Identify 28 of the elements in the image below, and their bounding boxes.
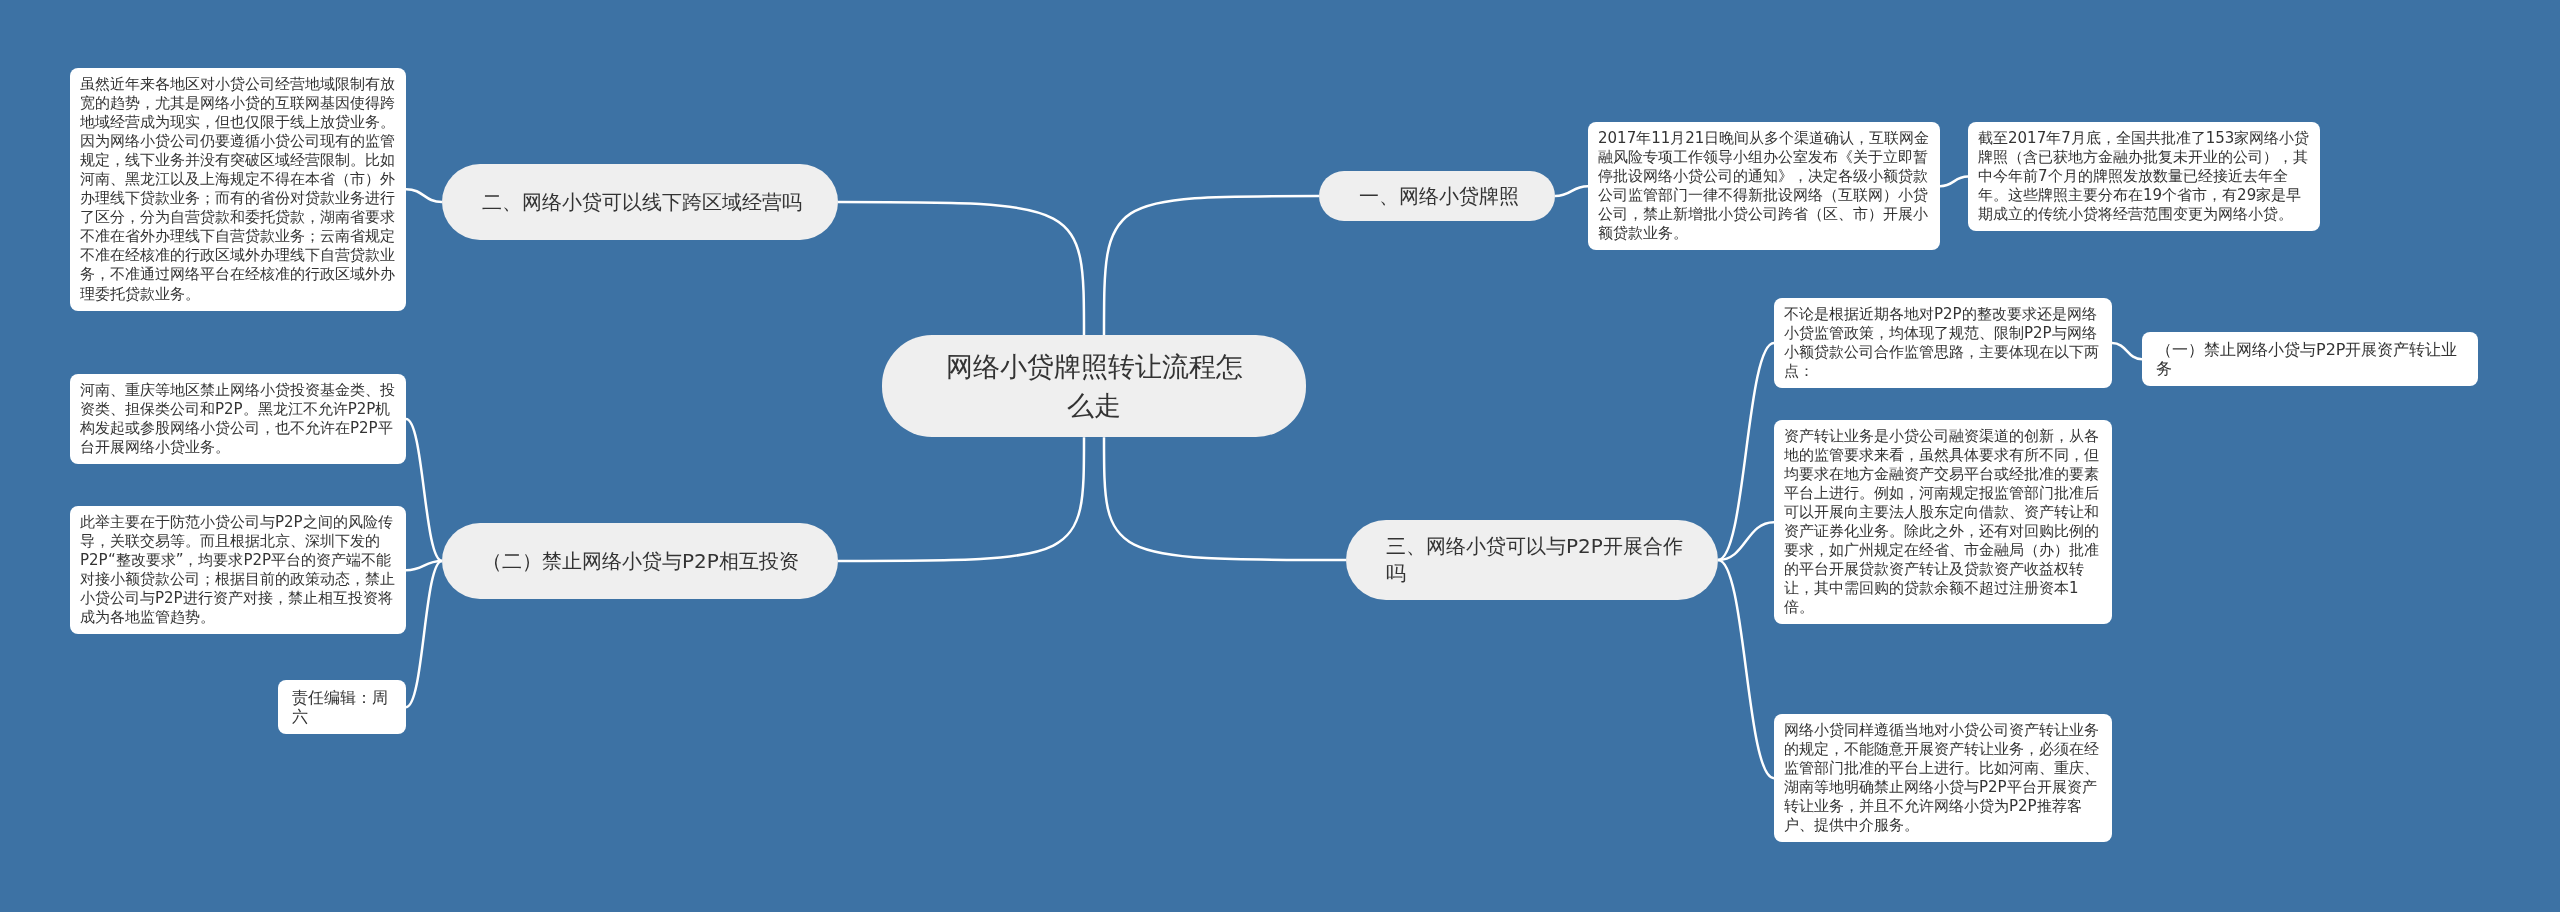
topic-pill: 网络小贷牌照转让流程怎么走 (882, 335, 1306, 438)
branch-pill: 三、网络小贷可以与P2P开展合作吗 (1346, 520, 1718, 600)
connector-line (1717, 342, 1775, 562)
connector-line (405, 559, 443, 572)
text-card: 截至2017年7月底，全国共批准了153家网络小贷牌照（含已获地方金融办批复未开业的公司），其中今年前7个月的牌照发放数量已经接近去年全年。这些牌照主要分布在19个省市，有29家是早期成立的传统小贷将经营范围变更为网络小贷。 (1968, 122, 2320, 232)
connector-line (405, 418, 443, 563)
connector-line (838, 200, 1086, 335)
branch-pill: 一、网络小贷牌照 (1319, 171, 1555, 221)
branch-pill: （二）禁止网络小贷与P2P相互投资 (442, 523, 838, 599)
connector-line (1554, 184, 1589, 198)
text-card: 网络小贷同样遵循当地对小贷公司资产转让业务的规定，不能随意开展资产转让业务，必须在经监管部门批准的平台上进行。比如河南、重庆、湖南等地明确禁止网络小贷与P2P平台开展资产转让业务，并且不允许网络小贷为P2P推荐客户、提供中介服务。 (1774, 714, 2112, 843)
connector-line (405, 559, 443, 709)
text-card: 2017年11月21日晚间从多个渠道确认，互联网金融风险专项工作领导小组办公室发布《关于立即暂停批设网络小贷公司的通知》，决定各级小额贷款公司监管部门一律不得新批设网络（互联网）小贷公司，禁止新增批小贷公司跨省（区、市）开展小额贷款业务。 (1588, 122, 1940, 251)
connector-line (838, 437, 1086, 563)
connector-line (405, 188, 443, 204)
text-card: （一）禁止网络小贷与P2P开展资产转让业务 (2142, 332, 2478, 387)
text-card: 资产转让业务是小贷公司融资渠道的创新，从各地的监管要求来看，虽然具体要求有所不同，但均要求在地方金融资产交易平台或经批准的要素平台上进行。例如，河南规定报监管部门批准后可以开展向主要法人股东定向借款、资产转让和资产证券化业务。除此之外，还有对回购比例的要求，如广州规定在经省、市金融局（办）批准的平台开展贷款资产转让及贷款资产收益权转让，其中需回购的贷款余额不超过注册资本1倍。 (1774, 420, 2112, 625)
connector-line (2111, 341, 2143, 361)
connector-line (1102, 437, 1346, 562)
text-card: 河南、重庆等地区禁止网络小贷投资基金类、投资类、担保类公司和P2P。黑龙江不允许P2P机构发起或参股网络小贷公司，也不允许在P2P平台开展网络小贷业务。 (70, 374, 406, 465)
connector-line (1939, 175, 1969, 188)
note-card: 责任编辑：周六 (278, 680, 406, 735)
connector-line (1717, 558, 1775, 780)
text-card: 此举主要在于防范小贷公司与P2P之间的风险传导，关联交易等。而且根据北京、深圳下发的P2P“整改要求”，均要求P2P平台的资产端不能对接小额贷款公司；根据目前的政策动态，禁止小贷公司与P2P进行资产对接，禁止相互投资将成为各地监管趋势。 (70, 506, 406, 635)
branch-pill: 二、网络小贷可以线下跨区域经营吗 (442, 164, 838, 240)
text-card: 不论是根据近期各地对P2P的整改要求还是网络小贷监管政策，均体现了规范、限制P2P与网络小额贷款公司合作监管思路，主要体现在以下两点： (1774, 298, 2112, 389)
text-card: 虽然近年来各地区对小贷公司经营地域限制有放宽的趋势，尤其是网络小贷的互联网基因使得跨地域经营成为现实，但也仅限于线上放贷业务。因为网络小贷公司仍要遵循小贷公司现有的监管规定，线下业务并没有突破区域经营限制。比如河南、黑龙江以及上海规定不得在本省（市）外办理线下贷款业务；而有的省份对贷款业务进行了区分，分为自营贷款和委托贷款，湖南省要求不准在省外办理线下自营贷款业务；云南省规定不准在经核准的行政区域外办理线下自营贷款业务，不准通过网络平台在经核准的行政区域外办理委托贷款业务。 (70, 68, 406, 311)
connector-line (1102, 194, 1319, 335)
